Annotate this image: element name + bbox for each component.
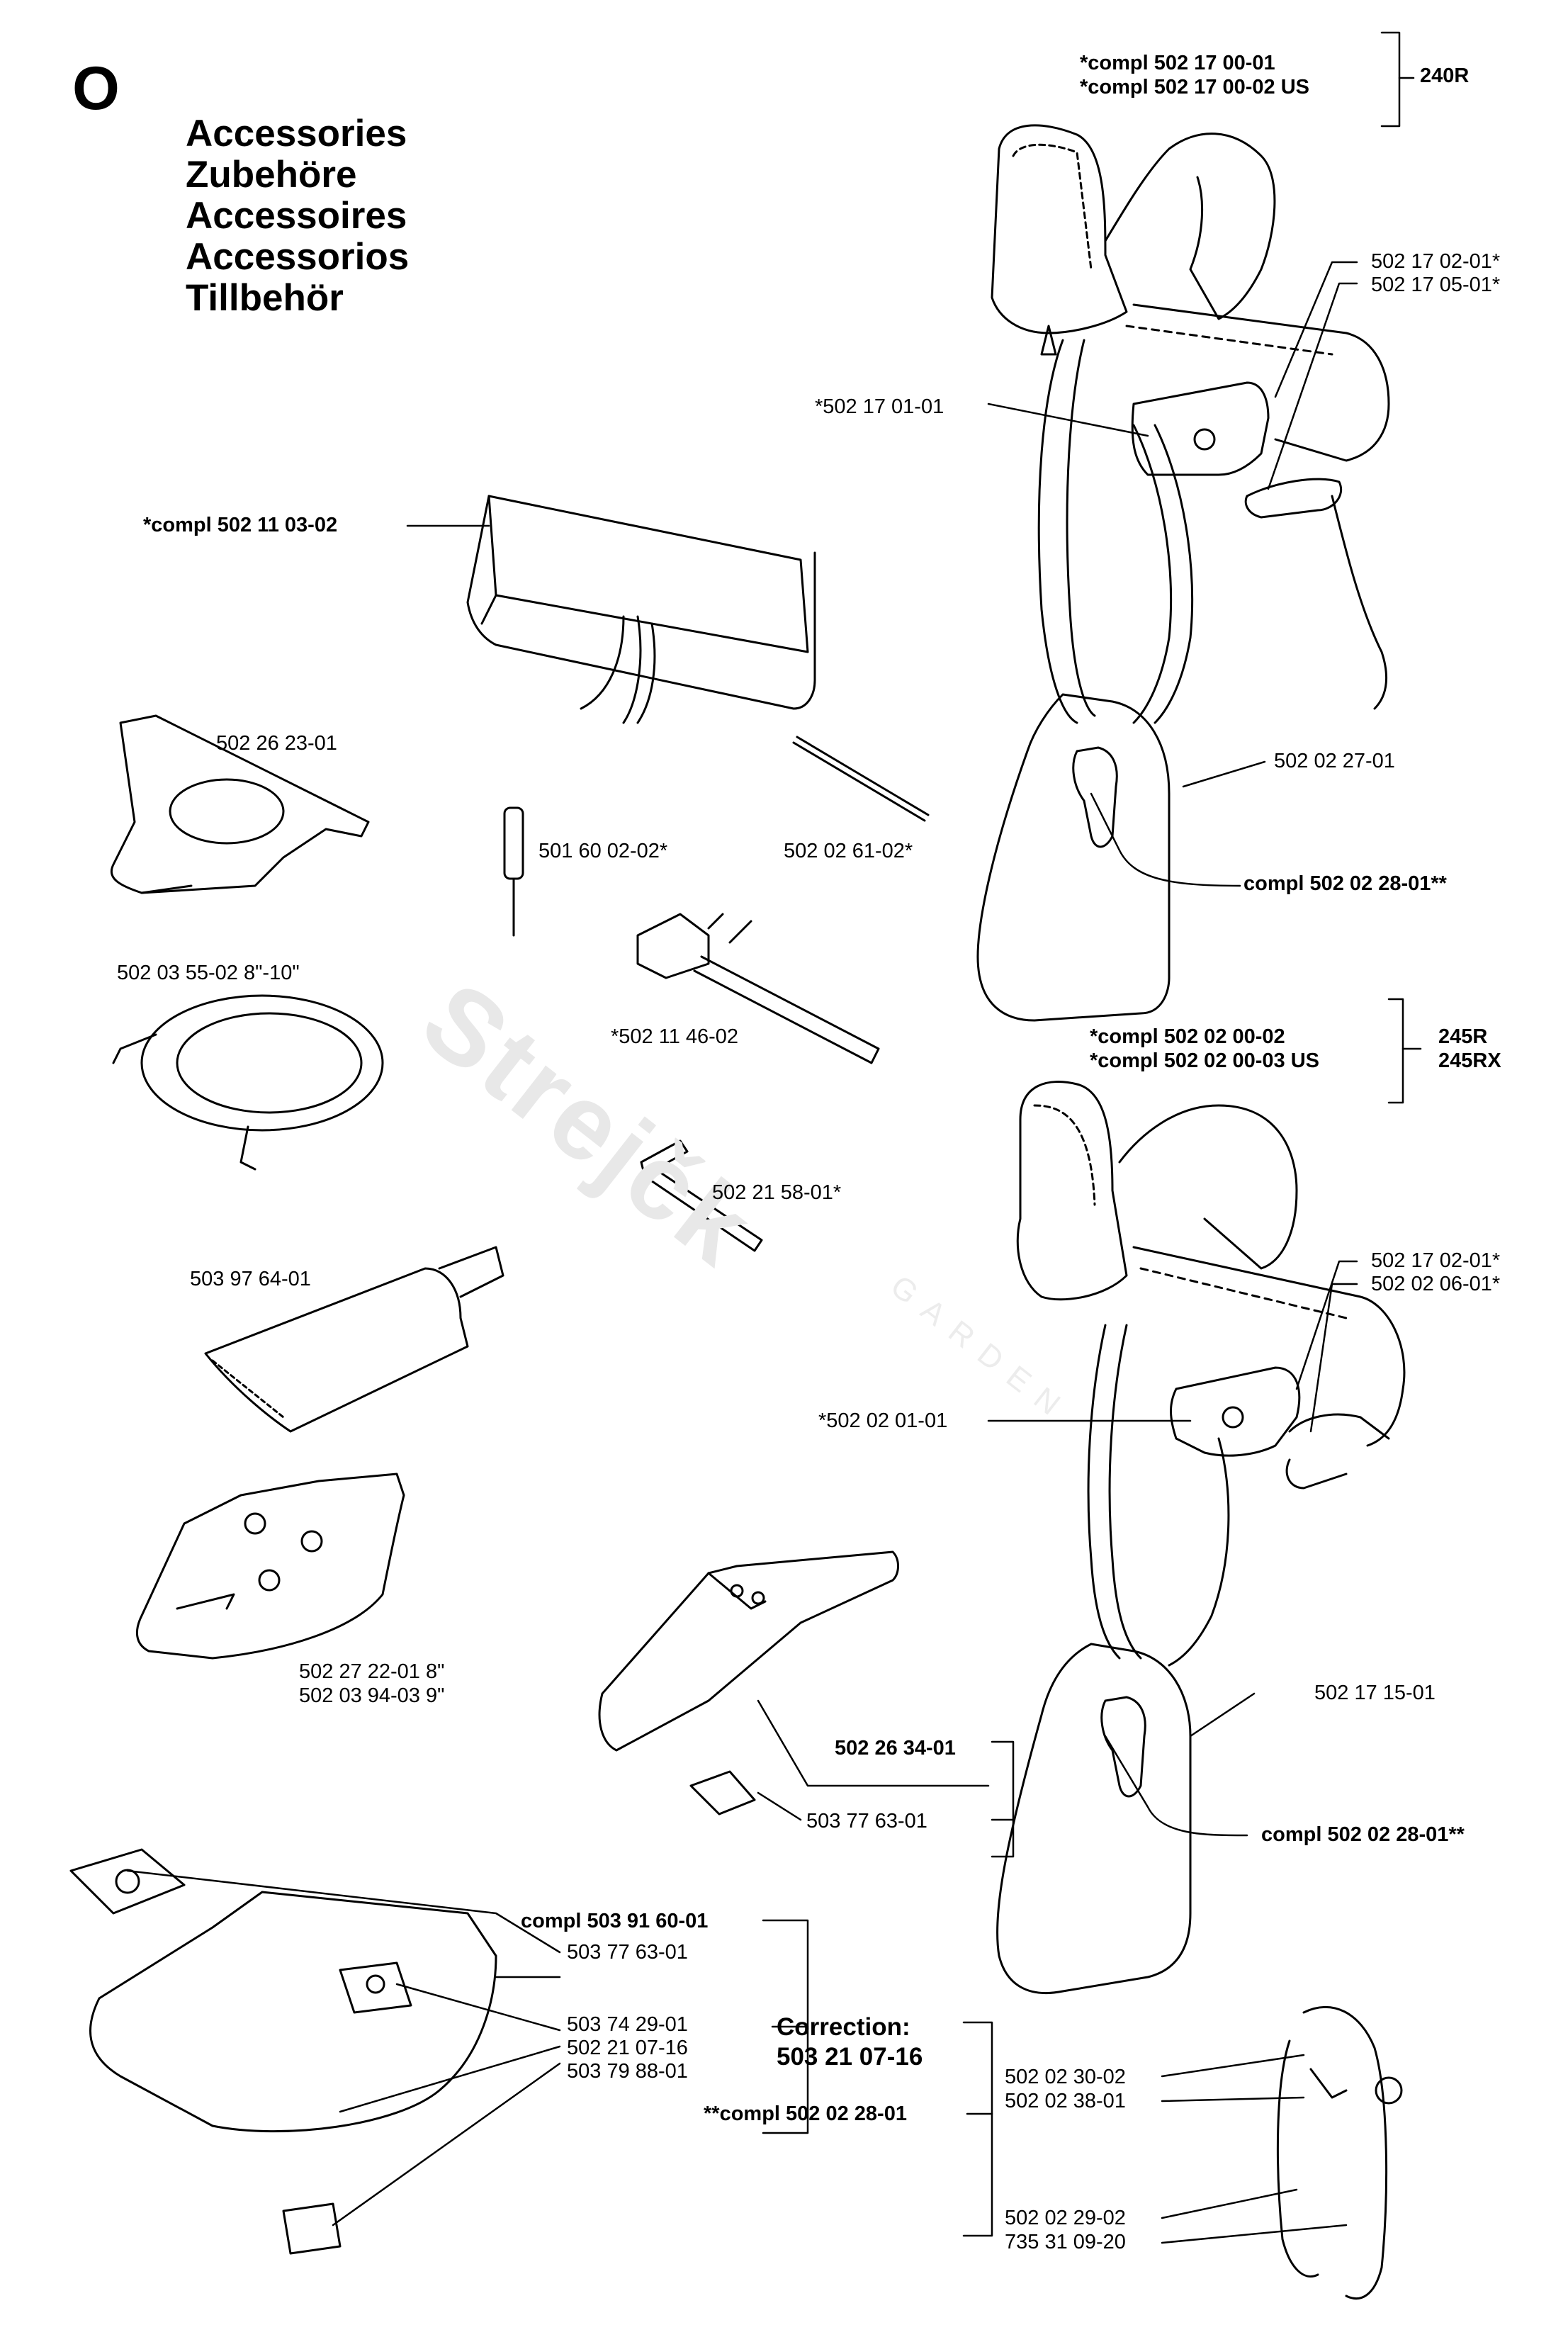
part-label: 503 97 64-01 bbox=[190, 1268, 311, 1290]
section-letter: O bbox=[72, 55, 120, 123]
part-label: compl 502 02 28-01** bbox=[1261, 1823, 1465, 1846]
part-label: 502 17 15-01 bbox=[1314, 1682, 1436, 1704]
title-es: Accessorios bbox=[186, 236, 410, 278]
blade-guard-502-26-34-drawing bbox=[598, 1550, 899, 1752]
title-sv: Tillbehör bbox=[186, 277, 344, 319]
blade-guard-502-27-22-drawing bbox=[135, 1473, 405, 1660]
title-fr: Accessoires bbox=[186, 195, 407, 237]
part-label: 502 21 58-01* bbox=[712, 1181, 842, 1204]
combination-wrench-drawing bbox=[636, 913, 880, 1064]
correction-title: Correction: bbox=[777, 2013, 910, 2041]
part-label: *502 02 01-01 bbox=[818, 1409, 948, 1432]
part-label: 735 31 09-20 bbox=[1005, 2231, 1126, 2253]
pin-drawing bbox=[792, 736, 930, 822]
part-label: 502 17 02-01* bbox=[1371, 250, 1501, 273]
part-label: 502 03 55-02 8"-10" bbox=[117, 962, 300, 984]
plate-503-77-63-drawing bbox=[689, 1770, 756, 1815]
part-label: 502 17 02-01* bbox=[1371, 1249, 1501, 1272]
part-label: *compl 502 17 00-01 bbox=[1080, 52, 1275, 74]
harness-245r-drawing bbox=[996, 1081, 1406, 1995]
part-label: 502 27 22-01 8" bbox=[299, 1660, 445, 1683]
guard-ring-drawing bbox=[112, 994, 384, 1171]
title-en: Accessories bbox=[186, 113, 407, 154]
part-label: 502 02 38-01 bbox=[1005, 2090, 1126, 2112]
part-label: 502 21 07-16 bbox=[567, 2037, 688, 2059]
tool-bag-drawing bbox=[466, 495, 816, 724]
part-label: 502 03 94-03 9" bbox=[299, 1684, 445, 1707]
part-label: *compl 502 17 00-02 US bbox=[1080, 76, 1310, 98]
part-label: 502 26 23-01 bbox=[216, 732, 337, 755]
title-de: Zubehöre bbox=[186, 154, 357, 196]
part-label: 502 02 61-02* bbox=[784, 840, 913, 862]
hook-assembly-drawing bbox=[1276, 2005, 1403, 2300]
leader-lines bbox=[126, 31, 1422, 2244]
spool-cover-502-26-23-drawing bbox=[111, 714, 370, 894]
part-label: *502 11 46-02 bbox=[611, 1025, 739, 1048]
blade-guard-assembly-drawing bbox=[69, 1848, 497, 2255]
screwdriver-drawing bbox=[503, 806, 524, 937]
part-label: 502 17 05-01* bbox=[1371, 274, 1501, 296]
part-label: compl 503 91 60-01 bbox=[521, 1910, 709, 1932]
part-label: 502 02 29-02 bbox=[1005, 2207, 1126, 2229]
part-label: *compl 502 02 00-02 bbox=[1090, 1025, 1285, 1048]
part-label: *compl 502 02 00-03 US bbox=[1090, 1049, 1320, 1072]
grease-tube-drawing bbox=[204, 1246, 504, 1433]
part-label: 503 77 63-01 bbox=[806, 1810, 927, 1833]
part-label: 502 02 06-01* bbox=[1371, 1273, 1501, 1295]
part-label: *502 17 01-01 bbox=[815, 395, 944, 418]
harness-240r-drawing bbox=[976, 124, 1390, 1022]
part-label: 502 26 34-01 bbox=[835, 1737, 956, 1760]
page-titles: Accessories Zubehöre Accessoires Accesso… bbox=[186, 113, 409, 319]
part-label: 502 02 27-01 bbox=[1274, 750, 1395, 772]
model-label: 240R bbox=[1420, 64, 1470, 87]
correction-note: Correction: 503 21 07-16 bbox=[777, 2012, 923, 2072]
part-label: 503 77 63-01 bbox=[567, 1941, 688, 1964]
part-label: *compl 502 11 03-02 bbox=[143, 514, 338, 536]
part-label: 501 60 02-02* bbox=[538, 840, 668, 862]
model-label: 245RX bbox=[1438, 1049, 1501, 1072]
correction-part: 503 21 07-16 bbox=[777, 2043, 923, 2071]
hex-key-drawing bbox=[640, 1139, 763, 1252]
part-label: 503 74 29-01 bbox=[567, 2013, 688, 2036]
part-label: **compl 502 02 28-01 bbox=[704, 2102, 907, 2125]
model-label: 245R bbox=[1438, 1025, 1488, 1048]
part-label: 503 79 88-01 bbox=[567, 2060, 688, 2083]
part-label: 502 02 30-02 bbox=[1005, 2066, 1126, 2088]
part-label: compl 502 02 28-01** bbox=[1243, 872, 1447, 895]
